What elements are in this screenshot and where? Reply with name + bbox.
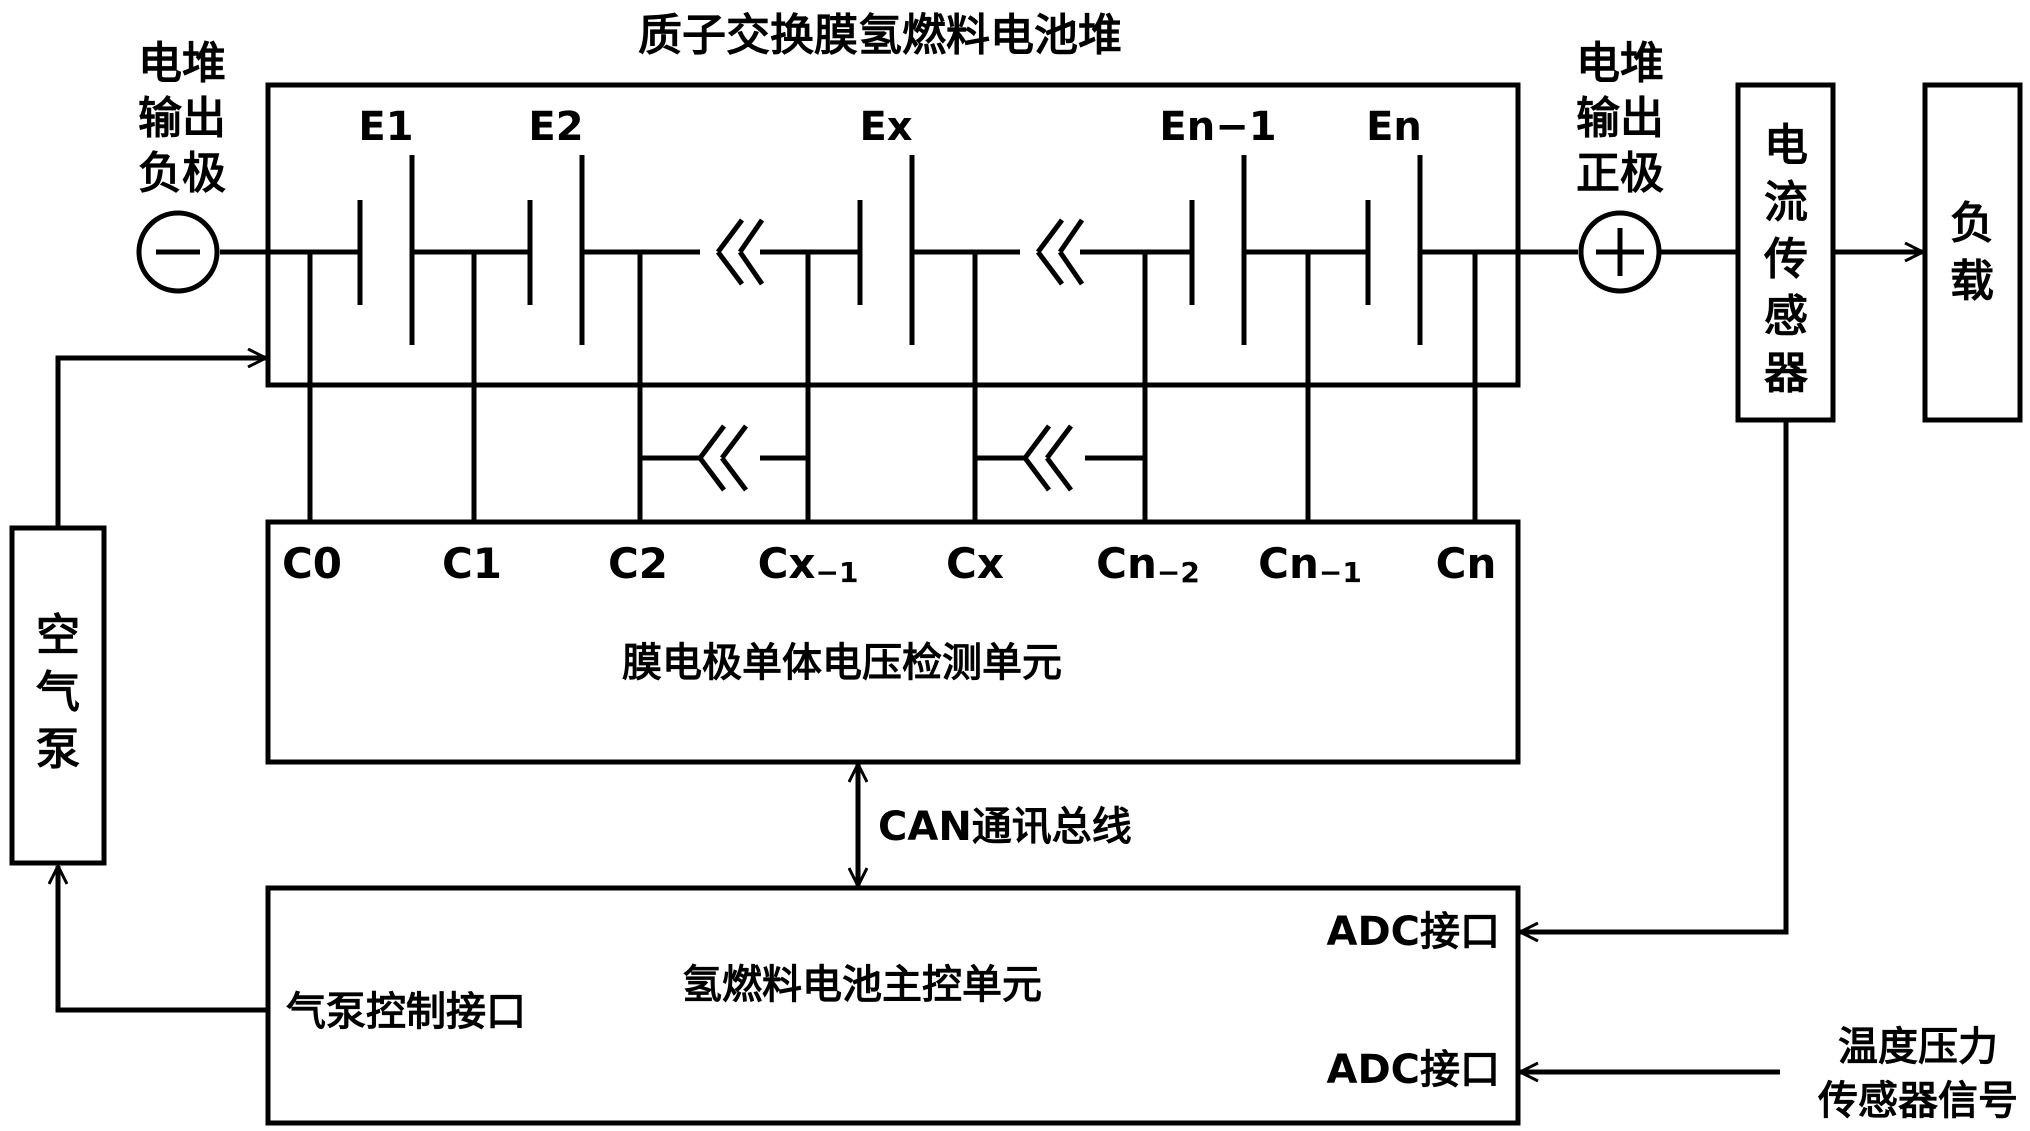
cell-E1 bbox=[357, 155, 415, 345]
current-sensor-char: 流 bbox=[1764, 177, 1808, 228]
tap-label-main: Cn bbox=[1096, 539, 1157, 588]
current-sensor-char: 器 bbox=[1764, 348, 1809, 399]
air-supply-arrow bbox=[55, 358, 266, 528]
tap-label-Cn-1: Cn−1 bbox=[1258, 539, 1362, 589]
load-box bbox=[1922, 82, 2023, 423]
tap-break-symbol bbox=[698, 424, 748, 492]
negative-terminal-label-line: 输出 bbox=[138, 93, 226, 144]
tap-label-sub: −2 bbox=[1157, 556, 1200, 589]
positive-terminal-label: 电堆 输出 正极 bbox=[1576, 38, 1664, 199]
tap-label-Cx-1: Cx−1 bbox=[758, 539, 859, 589]
voltage-detection-unit-label: 膜电极单体电压检测单元 bbox=[622, 640, 1062, 686]
bus-break-symbol bbox=[716, 218, 765, 286]
air-pump-char: 气 bbox=[36, 667, 80, 718]
cell-En bbox=[1365, 155, 1423, 345]
cell-label-En-1: En−1 bbox=[1159, 104, 1276, 150]
cell-label-Ex: Ex bbox=[859, 104, 912, 150]
tap-label-main: Cx bbox=[758, 539, 816, 588]
cell-E2 bbox=[527, 155, 585, 345]
tap-label-main: Cn bbox=[1258, 539, 1319, 588]
current-sensor-char: 传 bbox=[1763, 234, 1808, 285]
main-controller-box bbox=[265, 885, 1521, 1126]
voltage-detection-unit-box bbox=[265, 519, 1521, 765]
adc-interface-label-1: ADC接口 bbox=[1326, 909, 1500, 955]
positive-terminal-label-line: 输出 bbox=[1576, 93, 1664, 144]
tap-label-main: C0 bbox=[282, 539, 342, 588]
tap-label-main: Cx bbox=[946, 539, 1004, 588]
pump-control-arrow bbox=[58, 866, 268, 1013]
can-bus-label: CAN通讯总线 bbox=[878, 804, 1132, 850]
tap-label-sub: −1 bbox=[815, 556, 858, 589]
current-sensor-label: 电 流 传 感 器 bbox=[1763, 120, 1809, 399]
positive-terminal-label-line: 电堆 bbox=[1576, 38, 1664, 89]
positive-terminal-label-line: 正极 bbox=[1576, 148, 1664, 199]
tap-label-main: C1 bbox=[442, 539, 502, 588]
load-char: 载 bbox=[1950, 256, 1994, 307]
air-pump-char: 空 bbox=[36, 610, 80, 661]
temp-pressure-signal-line: 温度压力 bbox=[1838, 1024, 1998, 1070]
cell-label-E2: E2 bbox=[528, 104, 583, 150]
tap-label-sub: −1 bbox=[1319, 556, 1362, 589]
tap-label-C0: C0 bbox=[282, 539, 342, 588]
negative-terminal-label-line: 负极 bbox=[138, 148, 226, 199]
tap-label-C1: C1 bbox=[442, 539, 502, 588]
tap-break-symbol bbox=[1023, 424, 1073, 492]
fuel-cell-stack-box bbox=[265, 82, 1521, 388]
cell-En-1 bbox=[1189, 155, 1247, 345]
bus-break-symbol bbox=[1036, 218, 1085, 286]
negative-terminal-circle bbox=[136, 210, 220, 294]
tap-label-main: Cn bbox=[1436, 539, 1497, 588]
air-pump-char: 泵 bbox=[36, 724, 80, 775]
cell-label-E1: E1 bbox=[358, 104, 413, 150]
air-pump-label: 空 气 泵 bbox=[36, 610, 80, 775]
tap-label-Cn-2: Cn−2 bbox=[1096, 539, 1200, 589]
temp-pressure-signal-label: 温度压力 传感器信号 bbox=[1817, 1024, 2018, 1124]
current-signal-arrow bbox=[1520, 420, 1789, 932]
temp-pressure-signal-line: 传感器信号 bbox=[1817, 1078, 2018, 1124]
tap-label-Cx: Cx bbox=[946, 539, 1004, 588]
cell-label-En: En bbox=[1366, 104, 1422, 150]
tap-label-main: C2 bbox=[608, 539, 668, 588]
load-label: 负 载 bbox=[1950, 198, 1994, 307]
load-char: 负 bbox=[1950, 198, 1994, 249]
current-sensor-char: 感 bbox=[1764, 291, 1808, 342]
negative-terminal-label-line: 电堆 bbox=[138, 38, 226, 89]
current-sensor-char: 电 bbox=[1764, 120, 1808, 171]
negative-terminal-label: 电堆 输出 负极 bbox=[138, 38, 226, 199]
adc-interface-label-2: ADC接口 bbox=[1326, 1047, 1500, 1093]
main-controller-label: 氢燃料电池主控单元 bbox=[682, 962, 1042, 1008]
stack-title: 质子交换膜氢燃料电池堆 bbox=[638, 10, 1122, 61]
pump-control-interface-label: 气泵控制接口 bbox=[286, 989, 526, 1035]
cell-Ex bbox=[857, 155, 915, 345]
tap-label-Cn: Cn bbox=[1436, 539, 1497, 588]
tap-label-C2: C2 bbox=[608, 539, 668, 588]
